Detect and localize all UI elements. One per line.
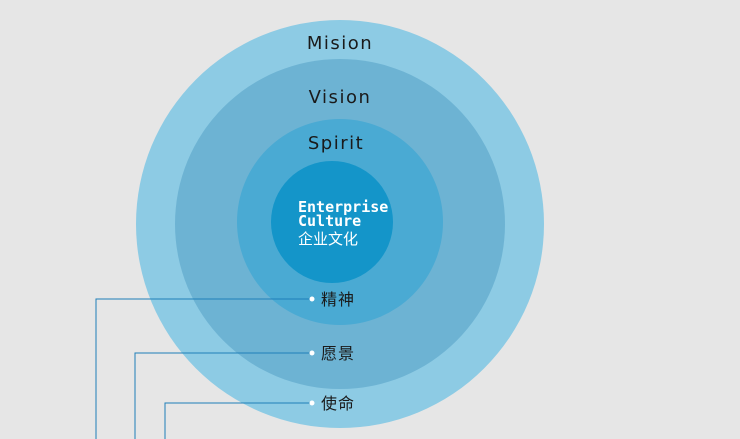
dot-spirit	[309, 296, 315, 302]
ring-label-vision: Vision	[309, 87, 372, 108]
dot-vision	[309, 350, 315, 356]
dot-mission	[309, 400, 315, 406]
leader-line-mission	[164, 402, 312, 439]
label-vision-cn: 愿景	[321, 344, 355, 363]
leader-line-spirit	[95, 298, 312, 439]
ring-label-spirit: Spirit	[308, 133, 364, 154]
label-spirit-cn: 精神	[321, 290, 355, 309]
center-title-chinese: 企业文化	[298, 230, 358, 248]
center-title-line2: Culture	[298, 212, 361, 230]
center-title-line1: Enterprise	[298, 198, 388, 216]
leader-line-vision	[134, 352, 312, 439]
label-mission-cn: 使命	[321, 394, 355, 413]
ring-label-mission: Mision	[307, 33, 373, 54]
core-circle	[271, 161, 393, 283]
